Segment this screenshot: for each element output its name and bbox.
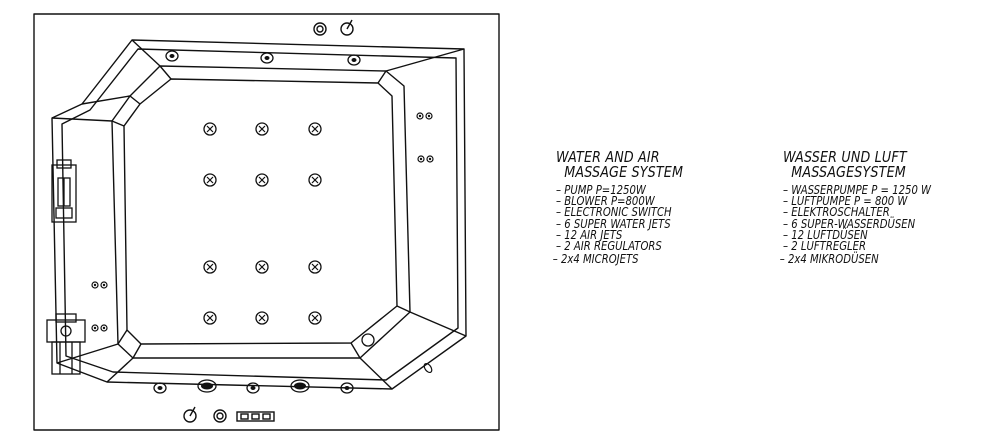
spec-en-item: 12 AIR JETS <box>556 229 683 242</box>
spec-de-list: WASSERPUMPE P = 1250 W LUFTPUMPE P = 800… <box>780 184 931 266</box>
spec-de-item: LUFTPUMPE P = 800 W <box>783 195 931 208</box>
water-jet-icon <box>340 382 354 394</box>
spec-de-item: ELEKTROSCHALTER <box>783 206 931 219</box>
spec-english: WATER AND AIR MASSAGE SYSTEM PUMP P=1250… <box>553 148 684 266</box>
water-jet-icon <box>197 379 217 393</box>
bottom-controls <box>183 406 275 423</box>
air-jet-icon <box>255 311 269 325</box>
air-jet-icon <box>255 122 269 136</box>
micro-jet-icon <box>91 281 99 289</box>
micro-jet-icon <box>426 155 434 163</box>
spec-en-item: BLOWER P=800W <box>556 195 683 208</box>
air-jet-icon <box>255 260 269 274</box>
spec-de-title-line2: MASSAGESYSTEM <box>791 163 906 181</box>
spec-de-extra: 2x4 MIKRODÜSEN <box>780 253 931 266</box>
air-jet-icon <box>308 122 322 136</box>
tub-rim-middle <box>61 48 459 381</box>
spec-de-item: 2 LUFTREGLER <box>783 240 931 253</box>
spec-en-title: WATER AND AIR MASSAGE SYSTEM <box>556 148 684 181</box>
micro-jet-icon <box>417 155 425 163</box>
micro-jet-icon <box>416 112 424 120</box>
micro-jet-icon <box>100 281 108 289</box>
spec-de-item: WASSERPUMPE P = 1250 W <box>783 184 931 197</box>
air-jet-icon <box>308 173 322 187</box>
spec-en-item: 2 AIR REGULATORS <box>556 240 683 253</box>
micro-jet-icon <box>425 112 433 120</box>
water-jet-icon <box>165 50 179 62</box>
spec-en-title-line2: MASSAGE SYSTEM <box>564 163 684 181</box>
jets-group <box>91 50 434 394</box>
water-jet-icon <box>290 379 310 393</box>
micro-jet-icon <box>100 324 108 332</box>
spec-de-item: 12 LUFTDÜSEN <box>783 229 931 242</box>
air-jet-icon <box>308 311 322 325</box>
water-jet-icon <box>260 52 274 64</box>
water-jet-icon <box>347 54 361 66</box>
spec-german: WASSER UND LUFT MASSAGESYSTEM WASSERPUMP… <box>780 148 931 266</box>
left-fittings <box>46 159 86 375</box>
spec-de-title-line1: WASSER UND LUFT <box>783 148 907 166</box>
micro-jet-icon <box>91 324 99 332</box>
spec-de-item: 6 SUPER-WASSERDÜSEN <box>783 217 931 230</box>
top-controls <box>313 19 354 36</box>
air-jet-icon <box>308 260 322 274</box>
spec-en-item: 6 SUPER WATER JETS <box>556 217 683 230</box>
spec-en-extra: 2x4 MICROJETS <box>553 253 683 266</box>
tub-basin <box>123 78 398 345</box>
tub-rim-inner <box>111 65 411 359</box>
water-jet-icon <box>153 382 167 394</box>
air-jet-icon <box>255 173 269 187</box>
air-jet-icon <box>203 260 217 274</box>
spec-en-item: ELECTRONIC SWITCH <box>556 206 683 219</box>
spec-en-list: PUMP P=1250W BLOWER P=800W ELECTRONIC SW… <box>553 184 683 266</box>
water-jet-icon <box>246 382 260 394</box>
tub-outer-frame <box>33 13 500 431</box>
spec-en-item: PUMP P=1250W <box>556 184 683 197</box>
drain-icon <box>361 333 375 347</box>
air-jet-icon <box>203 173 217 187</box>
air-jet-icon <box>203 122 217 136</box>
overflow-icon <box>423 362 433 374</box>
spec-de-title: WASSER UND LUFT MASSAGESYSTEM <box>783 148 931 181</box>
spec-en-title-line1: WATER AND AIR <box>556 148 660 166</box>
air-jet-icon <box>203 311 217 325</box>
